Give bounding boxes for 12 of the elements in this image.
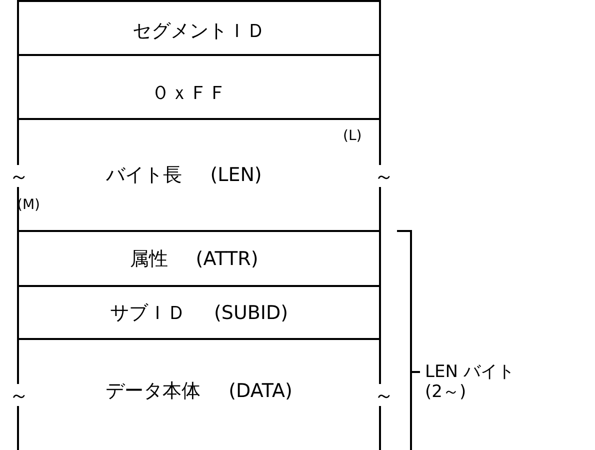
field-name: バイト長 (LEN) xyxy=(106,163,262,188)
table-row xyxy=(17,285,381,340)
field-name: 属性 (ATTR) xyxy=(130,247,258,272)
field-name: セグメントＩＤ xyxy=(132,19,266,44)
field-name: データ本体 (DATA) xyxy=(106,379,292,404)
annotation: (L) xyxy=(343,128,362,144)
field-name: サブＩＤ (SUBID) xyxy=(110,301,288,326)
table-row xyxy=(17,54,381,120)
table-row xyxy=(17,0,381,56)
table-row xyxy=(17,230,381,287)
field-name: ０ｘＦＦ xyxy=(151,81,227,106)
bracket-label: LEN バイト (2～) xyxy=(425,362,516,402)
